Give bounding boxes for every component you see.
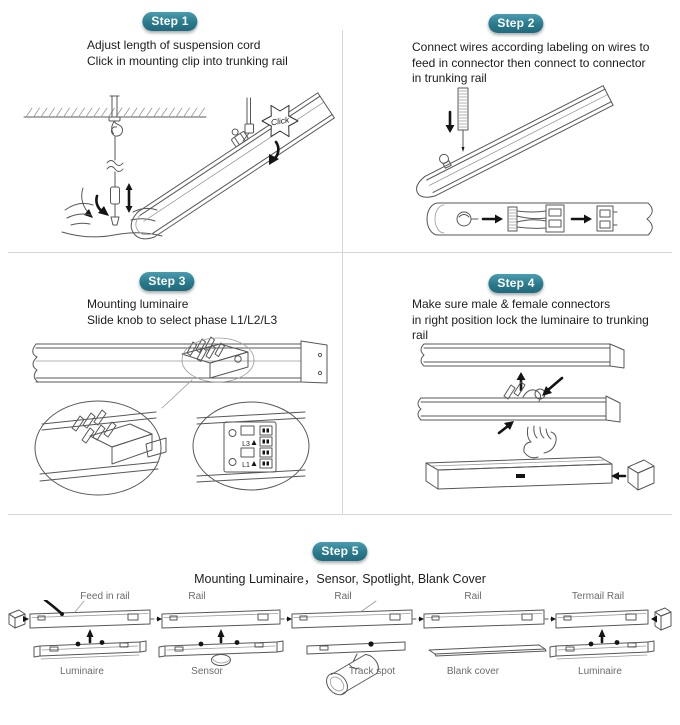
mount-up-arrows — [86, 629, 606, 644]
luminaire-part-right — [549, 640, 655, 660]
rail-label-feed-in: Feed in rail — [80, 591, 130, 602]
rotate-arrow — [269, 140, 280, 165]
step4-instructions: Make sure male & female connectors in ri… — [412, 297, 649, 344]
step5-badge: Step 5 — [312, 542, 368, 561]
rail-bottom — [425, 456, 613, 490]
trunking-rail — [32, 340, 328, 384]
step2-instructions: Connect wires according labeling on wire… — [412, 40, 649, 87]
rail-label-1: Rail — [188, 591, 206, 602]
mounting-clip-wire — [242, 97, 254, 142]
rail-segment-1 — [29, 600, 151, 629]
part-label-luminaire-left: Luminaire — [60, 666, 104, 677]
instruction-line: rail — [412, 328, 429, 342]
instruction-line: Mounting luminaire — [87, 297, 189, 311]
join-arrowheads — [157, 616, 556, 622]
step3-illustration: L3 L1 — [32, 336, 328, 496]
instruction-line: Make sure male & female connectors — [412, 297, 611, 311]
rail-label-termail: Termail Rail — [571, 591, 625, 602]
step2-illustration — [416, 85, 653, 236]
step2-badge: Step 2 — [488, 14, 544, 33]
part-label-sensor: Sensor — [191, 666, 223, 677]
instruction-line: in trunking rail — [412, 71, 487, 85]
ceiling-hatch — [23, 107, 207, 118]
step1-instructions: Adjust length of suspension cord Click i… — [87, 38, 288, 69]
rail-label-2: Rail — [334, 591, 352, 602]
hand-sketch — [523, 425, 557, 459]
part-label-track-spot: Track spot — [348, 666, 396, 677]
down-arrow-icon — [445, 110, 455, 133]
step4-badge: Step 4 — [488, 274, 544, 293]
click-label: Click — [270, 114, 291, 127]
end-cap-left — [8, 609, 29, 629]
step1-badge: Step 1 — [142, 12, 198, 31]
phase-label-l1: L1 — [242, 462, 250, 469]
step3-badge: Step 3 — [139, 272, 195, 291]
divider-row2 — [8, 514, 672, 515]
part-label-luminaire-right: Luminaire — [578, 666, 622, 677]
rail-label-3: Rail — [464, 591, 482, 602]
divider-row1 — [8, 252, 672, 253]
up-arrow-icon — [516, 372, 526, 392]
rail-segment-2 — [161, 609, 281, 629]
instruction-line: in right position lock the luminaire to … — [412, 312, 649, 327]
hands-sketch — [61, 202, 163, 238]
step5-illustration — [8, 600, 672, 696]
end-cap-right — [651, 607, 672, 631]
luminaire-connector — [161, 336, 255, 409]
rail-middle-connector — [417, 376, 621, 435]
instruction-line: Click in mounting clip into trunking rai… — [87, 53, 288, 68]
rail-segment-3 — [291, 600, 413, 629]
instruction-line: Slide knob to select phase L1/L2/L3 — [87, 312, 278, 327]
rail-segment-5 — [555, 609, 649, 629]
trunking-rail — [416, 85, 614, 198]
instruction-line: Connect wires according labeling on wire… — [412, 40, 650, 54]
step5-title: Mounting Luminaire，Sensor, Spotlight, Bl… — [194, 572, 486, 586]
suspension-cord — [106, 95, 124, 226]
instruction-line: Adjust length of suspension cord — [87, 38, 261, 52]
click-starburst: Click — [261, 104, 299, 138]
sensor-part — [158, 640, 284, 666]
end-cap — [611, 459, 655, 491]
rail-top — [420, 343, 625, 369]
phase-label-l3: L3 — [242, 441, 250, 448]
rail-segment-4 — [423, 609, 545, 629]
track-spot-part — [306, 641, 406, 696]
detail-ellipse-left — [34, 400, 167, 496]
rail-tube-wiring — [426, 202, 653, 236]
part-label-blank-cover: Blank cover — [446, 666, 500, 677]
trunking-rail — [130, 92, 335, 240]
step3-instructions: Mounting luminaire Slide knob to select … — [87, 297, 277, 328]
instruction-line: feed in connector then connect to connec… — [412, 55, 646, 70]
step1-illustration: Click — [23, 92, 335, 240]
luminaire-part-left — [33, 640, 147, 660]
feed-connector-plug — [457, 87, 469, 152]
blank-cover-part — [428, 644, 547, 657]
divider-vertical — [342, 30, 343, 514]
step4-illustration — [417, 343, 655, 491]
detail-ellipse-right: L3 L1 — [192, 401, 310, 491]
adjust-arrows — [81, 183, 133, 218]
